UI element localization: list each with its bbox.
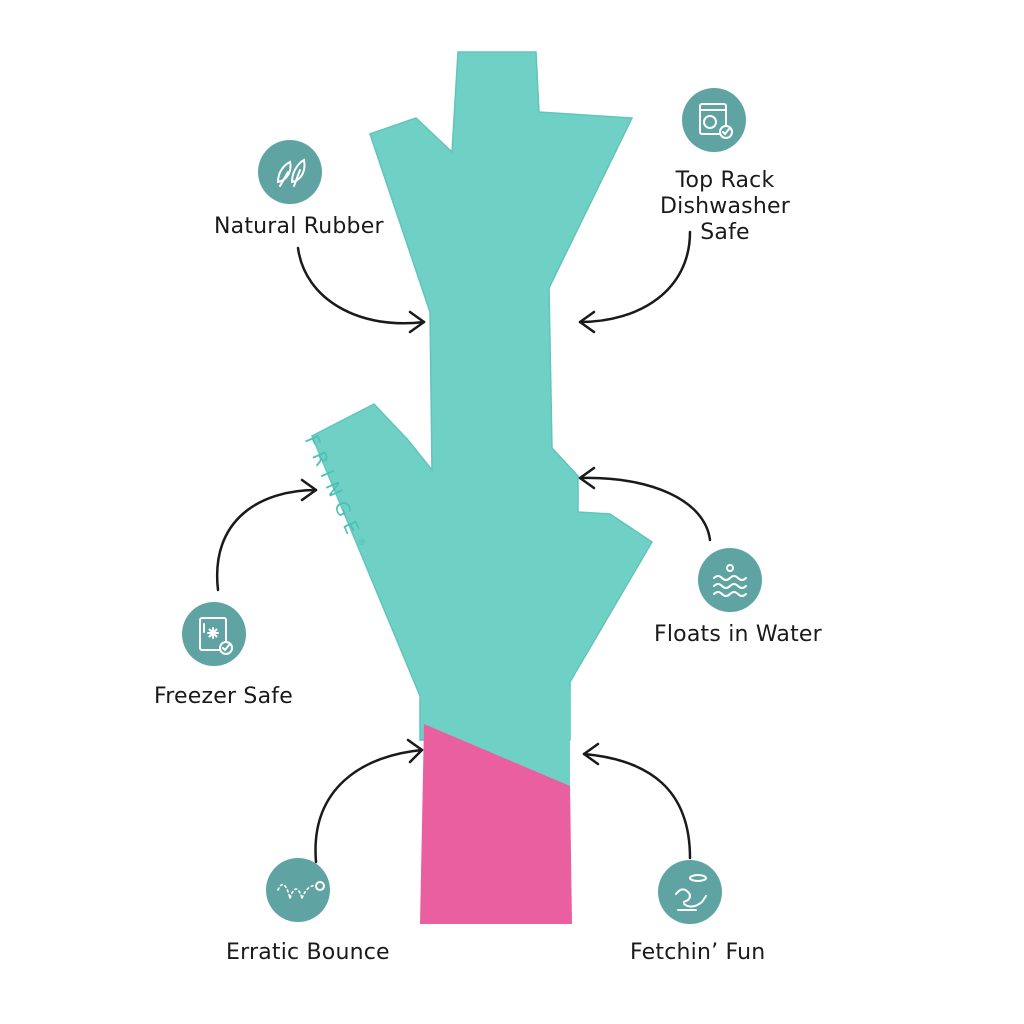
- feature-label-fetch: Fetchin’ Fun: [630, 940, 766, 965]
- feature-label-dishwasher: Top Rack Dishwasher Safe: [660, 168, 790, 245]
- arrow-bounce: [314, 738, 424, 864]
- freezer-icon: [182, 602, 246, 666]
- arrow-dishwasher: [578, 230, 692, 334]
- dishwasher-icon: [682, 88, 746, 152]
- feature-label-natural-rubber: Natural Rubber: [214, 214, 384, 239]
- fetch-icon: [658, 860, 722, 924]
- waves-icon: [698, 548, 762, 612]
- arrow-floats: [578, 466, 712, 542]
- arrow-fetch: [582, 742, 692, 860]
- arrow-natural-rubber: [296, 246, 426, 334]
- feature-label-freezer: Freezer Safe: [154, 684, 293, 709]
- bounce-icon: [266, 858, 330, 922]
- branch-toy-teal-lower: [420, 690, 570, 786]
- arrow-freezer: [215, 478, 318, 592]
- feature-label-bounce: Erratic Bounce: [226, 940, 390, 965]
- feature-label-floats: Floats in Water: [654, 622, 822, 647]
- branch-toy-pink-handle: [420, 724, 572, 924]
- leaf-icon: [258, 140, 322, 204]
